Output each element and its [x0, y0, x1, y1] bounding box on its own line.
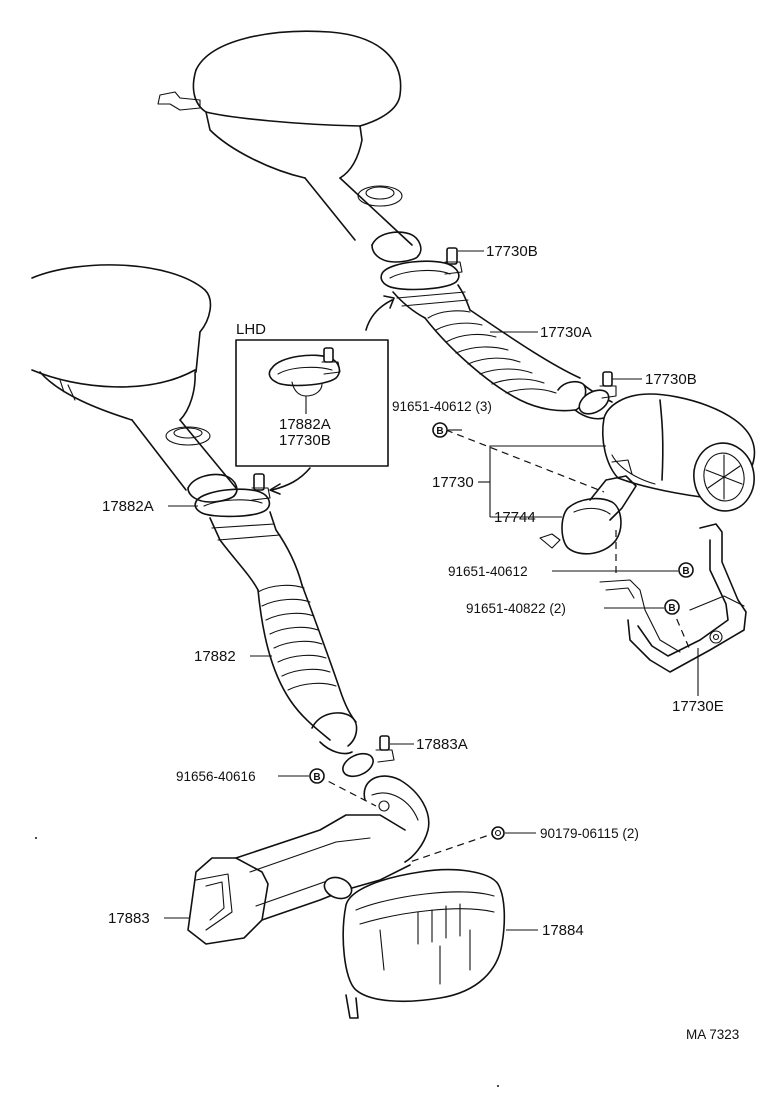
- lower-air-cleaner-housing: [31, 264, 238, 503]
- bolt-marker-letter: B: [436, 426, 443, 437]
- clamp-17730b-upper: [380, 247, 463, 291]
- inset-label-17882a: 17882A: [279, 416, 331, 433]
- bolt-marker-letter: B: [682, 566, 689, 577]
- hose-17882: [209, 511, 358, 755]
- cover-17884: [342, 868, 506, 1019]
- nut-marker: [491, 826, 505, 840]
- label-17882: 17882: [194, 648, 236, 665]
- label-90179-06115-2: 90179-06115 (2): [540, 826, 639, 841]
- lhd-inset: [235, 339, 389, 467]
- bolt-marker-4: B: [309, 768, 325, 784]
- bolt-marker-3: B: [664, 599, 680, 615]
- leader-lines: [164, 250, 699, 931]
- inset-title: LHD: [236, 321, 266, 338]
- speck: [497, 1085, 499, 1087]
- label-17882a: 17882A: [102, 498, 154, 515]
- label-91651-40612-3: 91651-40612 (3): [392, 399, 492, 414]
- intake-duct-17883: [187, 775, 430, 945]
- label-91656-40616: 91656-40616: [176, 769, 256, 784]
- label-17730: 17730: [432, 474, 474, 491]
- drawing-code: MA 7323: [686, 1027, 739, 1042]
- air-cleaner-17730: [601, 393, 756, 512]
- reference-dashed-lines: [317, 429, 691, 863]
- reference-arrows: [269, 295, 395, 495]
- label-17730e: 17730E: [672, 698, 724, 715]
- bracket-17730e: [599, 523, 747, 673]
- clamp-17882a: [194, 473, 271, 518]
- hose-17730a: [392, 284, 613, 420]
- label-17744: 17744: [494, 509, 536, 526]
- label-17730a: 17730A: [540, 324, 592, 341]
- label-91651-40822-2: 91651-40822 (2): [466, 601, 566, 616]
- inset-label-17730b: 17730B: [279, 432, 331, 449]
- upper-air-cleaner-housing: [157, 30, 422, 263]
- labels: 17730B 17730A 17730B 91651-40612 (3) 177…: [102, 243, 739, 1042]
- bolt-marker-2: B: [678, 562, 694, 578]
- bolt-marker-letter: B: [668, 603, 675, 614]
- label-17884: 17884: [542, 922, 584, 939]
- bolt-marker-1: B: [432, 422, 448, 438]
- label-17730b-top: 17730B: [486, 243, 538, 260]
- label-17883a: 17883A: [416, 736, 468, 753]
- label-17730b-mid: 17730B: [645, 371, 697, 388]
- clamp-17883a: [342, 735, 395, 778]
- speck: [35, 837, 37, 839]
- bolt-marker-letter: B: [313, 772, 320, 783]
- label-91651-40612: 91651-40612: [448, 564, 528, 579]
- label-17883: 17883: [108, 910, 150, 927]
- clamp-17730b-lower: [578, 371, 617, 415]
- resonator-17744: [539, 459, 637, 555]
